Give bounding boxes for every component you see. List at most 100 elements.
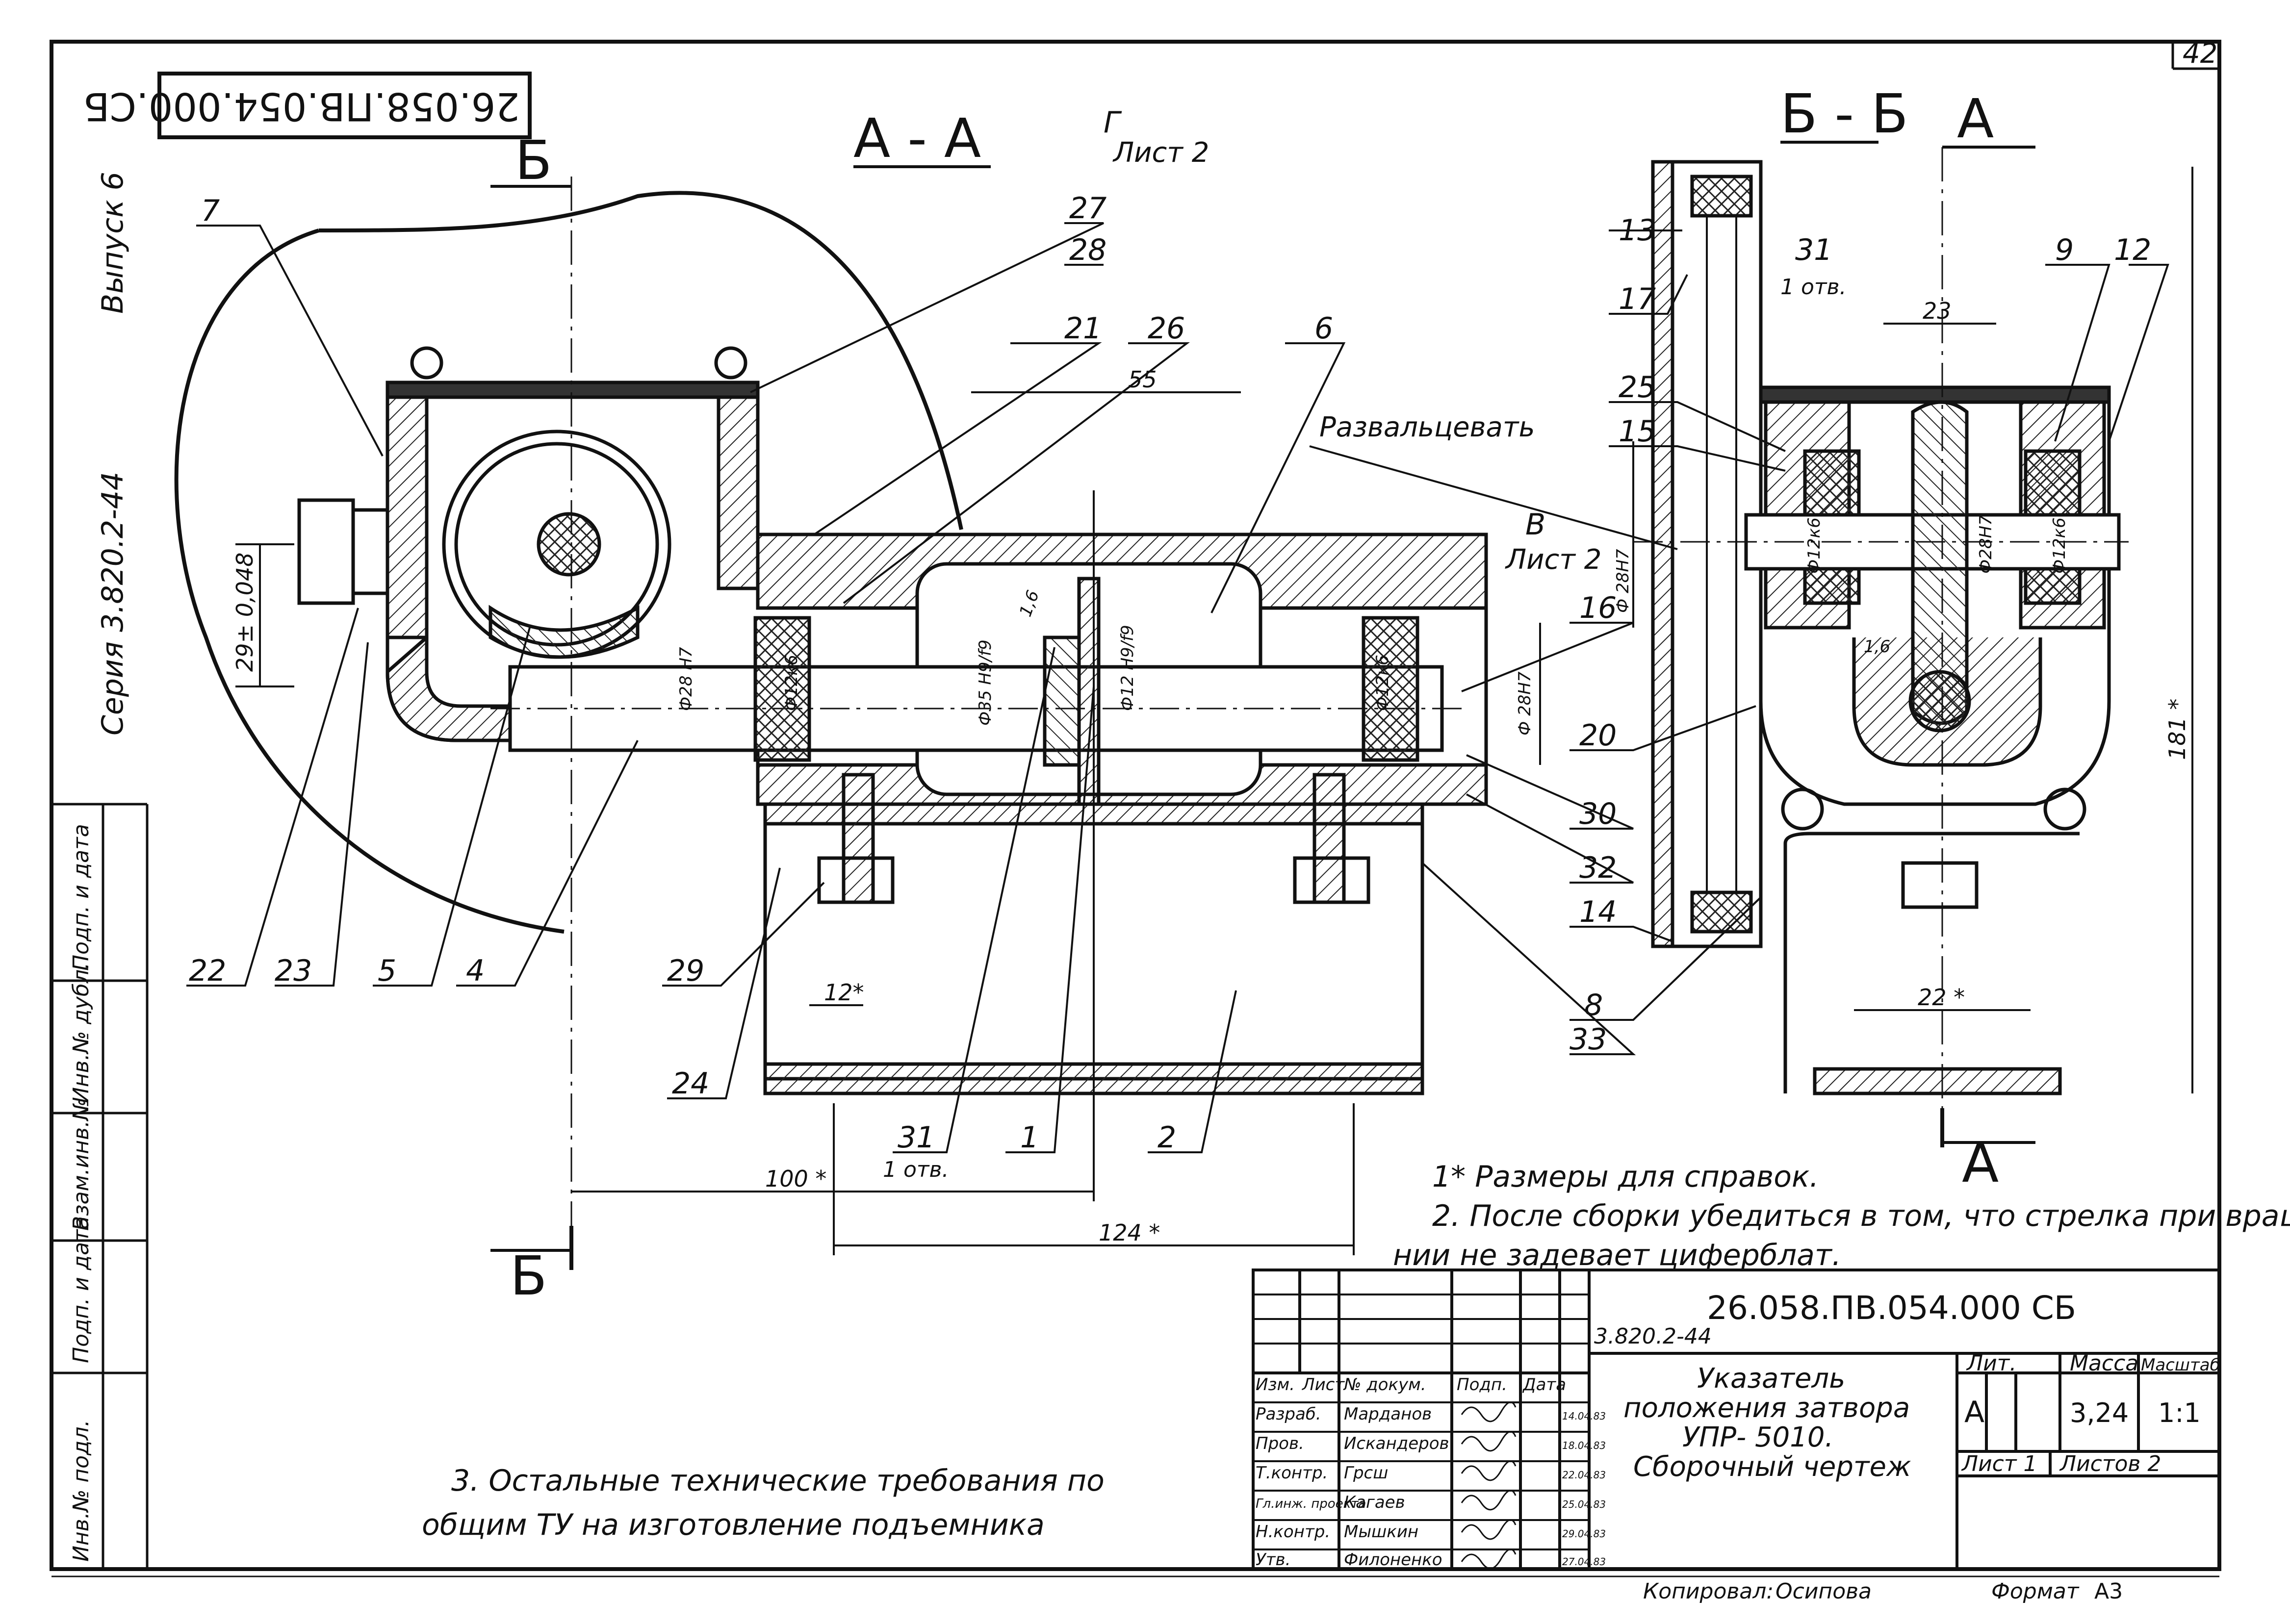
strip-field-5: Подп. и дата [69, 824, 94, 971]
part-8: 8 [1584, 988, 1603, 1022]
dim-28h7-c: Ф 28Н7 [1613, 549, 1633, 613]
dimension-lines [235, 167, 2193, 1255]
note-1: 1* Размеры для справок. [1432, 1160, 1819, 1194]
lit-value: А [1964, 1395, 1984, 1429]
part-16: 16 [1579, 591, 1617, 625]
row-name-4: Кагаев [1344, 1493, 1405, 1512]
doc-code: 26.058.ПВ.054.000 СБ [1707, 1289, 2076, 1327]
cut-b-bottom: Б [510, 1244, 547, 1307]
strip-field-2: Подп. и дата [69, 1216, 94, 1363]
part-1: 1 [1020, 1120, 1039, 1155]
col-sign: Подп. [1457, 1375, 1507, 1395]
title-col-headers: Изм. Лист № докум. Подп. Дата [1256, 1375, 1566, 1395]
part-2: 2 [1158, 1120, 1176, 1155]
product-name-1: Указатель [1697, 1363, 1845, 1395]
lit-header: Лит. [1966, 1351, 2016, 1376]
part-number-labels: 7 27 28 21 26 6 13 17 25 15 31 1 отв. 9 … [189, 191, 2151, 1182]
view-g-sheet: Лист 2 [1112, 137, 1209, 169]
part-32: 32 [1579, 851, 1617, 885]
part-28: 28 [1069, 233, 1106, 267]
title-signature-rows: Разраб. Марданов 14.04.83 Пров. Искандер… [1256, 1404, 1606, 1570]
part-17: 17 [1619, 282, 1656, 316]
row-date-2: 18.04.83 [1562, 1440, 1606, 1451]
col-date: Дата [1522, 1375, 1566, 1395]
part-5: 5 [378, 954, 396, 988]
view-g-letter: Г [1104, 105, 1122, 140]
leader-lines [186, 222, 2169, 1153]
strip-field-1: Инв.№ подл. [69, 1420, 94, 1562]
part-31-top: 31 [1795, 233, 1832, 267]
issue-label: Выпуск 6 [96, 172, 130, 314]
sheets-label: Листов 2 [2059, 1451, 2161, 1476]
col-list: Лист [1301, 1375, 1345, 1395]
note-3b: общим ТУ на изготовление подъемника [422, 1508, 1045, 1542]
copied-label: Копировал: [1643, 1579, 1774, 1604]
mass-value: 3,24 [2070, 1397, 2129, 1428]
dim-28h7-d: Ф28Н7 [1976, 515, 1996, 574]
part-4: 4 [466, 954, 485, 988]
note-2a: 2. После сборки убедиться в том, что стр… [1432, 1199, 2290, 1233]
dim-28h7-a: Ф28 Н7 [676, 647, 696, 711]
format-label: Формат [1991, 1579, 2080, 1604]
dim-22-star: 22 * [1918, 984, 1965, 1011]
dim-124: 124 * [1099, 1219, 1160, 1246]
cut-line-b [490, 177, 573, 1270]
part-21: 21 [1064, 311, 1102, 346]
dim-12k6-b: Ф12к6 [1373, 655, 1392, 711]
product-name-4: Сборочный чертеж [1633, 1451, 1911, 1483]
scale-value: 1:1 [2158, 1397, 2201, 1428]
dim-12: Ф12 Н9/f9 [1118, 625, 1137, 711]
part-9: 9 [2055, 233, 2074, 267]
part-15: 15 [1619, 414, 1656, 449]
cut-a-top: А [1957, 87, 1994, 150]
dim-181: 181 * [2164, 699, 2190, 760]
part-6: 6 [1314, 311, 1333, 346]
product-name-3: УПР- 5010. [1682, 1421, 1833, 1453]
product-name-2: положения затвора [1623, 1392, 1910, 1424]
section-bb-drawing [1633, 160, 2129, 1095]
part-29: 29 [667, 954, 704, 988]
dimension-labels: 55 23 29± 0,048 Ф28 Н7 Ф12к6 Ф35 Н9/f9 Ф… [232, 298, 2190, 1246]
view-v-sheet: Лист 2 [1505, 544, 1601, 576]
strip-field-3: Взам.инв.№ [69, 1098, 94, 1231]
part-27: 27 [1069, 191, 1106, 226]
row-date-1: 14.04.83 [1562, 1410, 1606, 1422]
part-23: 23 [275, 954, 312, 988]
dim-12k6-d: Ф12к6 [2050, 517, 2069, 574]
scale-header: Масштаб [2141, 1355, 2220, 1375]
stamp-code: 26.058.ПВ.054.000.СБ [83, 84, 520, 128]
row-name-3: Грсш [1344, 1463, 1388, 1483]
dim-29: 29± 0,048 [232, 553, 258, 672]
part-30: 30 [1579, 797, 1617, 831]
dim-55: 55 [1128, 366, 1157, 393]
row-name-5: Мышкин [1344, 1522, 1418, 1542]
left-strip [51, 803, 149, 1569]
dim-12k6-c: Ф12к6 [1804, 517, 1824, 574]
note-3a: 3. Остальные технические требования по [451, 1464, 1105, 1498]
view-v-letter: В [1525, 508, 1545, 542]
row-name-2: Искандеров [1344, 1434, 1449, 1453]
part-31-bottom-sub: 1 отв. [883, 1157, 949, 1182]
section-bb-title: Б - Б [1780, 82, 1908, 145]
dim-100: 100 * [765, 1166, 826, 1192]
stamp-box: 26.058.ПВ.054.000.СБ [83, 72, 532, 139]
part-25: 25 [1619, 370, 1656, 405]
cut-line-a [1940, 146, 2035, 1147]
row-role-1: Разраб. [1256, 1404, 1321, 1424]
series-code: 3.820.2-44 [1594, 1324, 1712, 1349]
strip-field-4: Инв.№ дубл. [69, 963, 94, 1103]
part-12: 12 [2114, 233, 2151, 267]
row-role-3: Т.контр. [1256, 1463, 1328, 1483]
format-value: А3 [2094, 1579, 2123, 1604]
part-33: 33 [1570, 1022, 1607, 1057]
part-24: 24 [672, 1066, 709, 1101]
section-aa-drawing [174, 191, 1488, 1095]
row-name-6: Филоненко [1344, 1550, 1442, 1570]
dim-12-star: 12* [824, 979, 864, 1006]
part-13: 13 [1619, 213, 1656, 248]
dim-35: Ф35 Н9/f9 [976, 639, 995, 726]
dim-23: 23 [1923, 298, 1952, 324]
cut-a-bottom: А [1962, 1132, 1999, 1194]
part-7: 7 [201, 194, 220, 228]
sheet-number: 42 [2183, 38, 2217, 70]
